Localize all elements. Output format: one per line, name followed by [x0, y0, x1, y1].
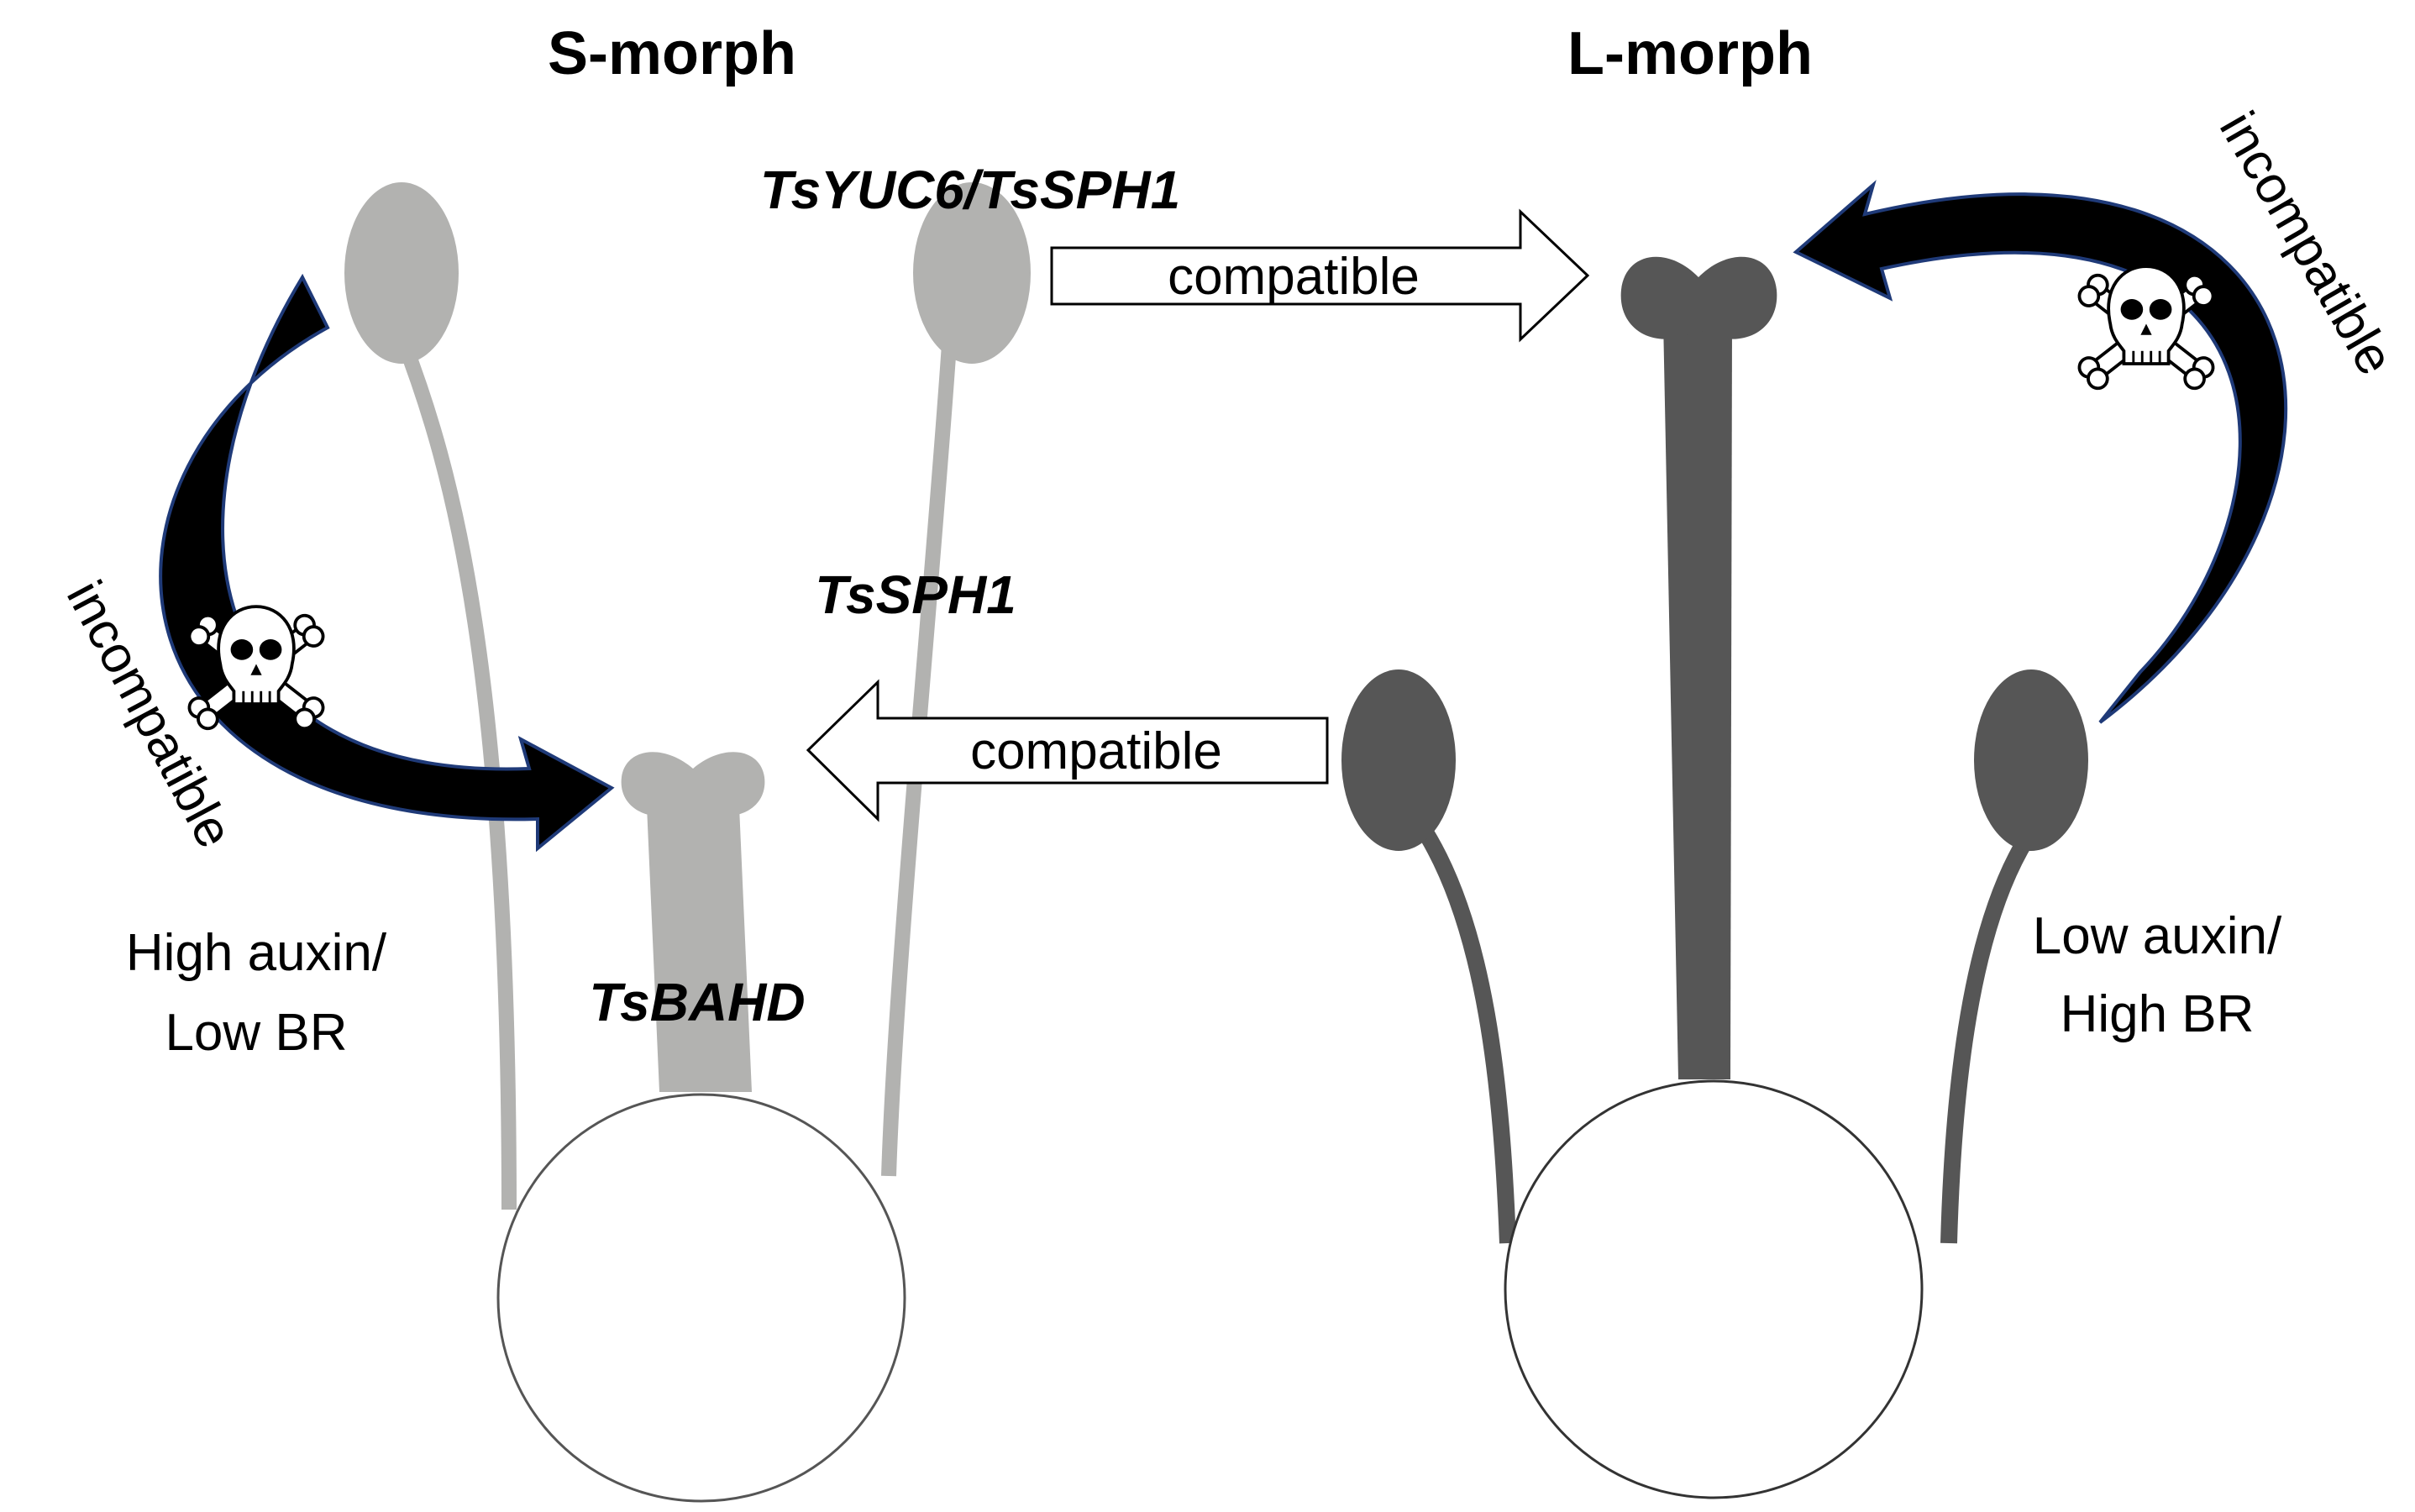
l-morph-flower [1341, 256, 2088, 1499]
compatible-arrow-top: compatible [1050, 208, 1590, 343]
l-left-anther [1341, 669, 1456, 851]
s-left-filament [394, 333, 517, 1210]
s-style [647, 806, 752, 1092]
l-stigma [1620, 256, 1777, 339]
incompatible-arrow-left [159, 273, 615, 853]
incompatible-arrow-right [1793, 180, 2288, 724]
gene-label-sph1: TsSPH1 [815, 564, 1016, 625]
s-morph-title: S-morph [548, 20, 796, 87]
s-ovary [496, 1093, 906, 1503]
s-left-anther [344, 182, 459, 364]
s-condition-line1: High auxin/ [126, 924, 387, 982]
l-morph-title: L-morph [1567, 20, 1813, 87]
s-condition-line2: Low BR [165, 1004, 347, 1062]
s-stigma [621, 752, 765, 816]
l-right-anther [1974, 669, 2088, 851]
compatible-label-bottom: compatible [970, 722, 1222, 780]
l-left-filament [1412, 818, 1516, 1244]
l-style [1663, 319, 1732, 1079]
l-right-filament [1940, 827, 2039, 1244]
l-condition-line2: High BR [2061, 985, 2255, 1043]
skull-crossbones-icon [2073, 265, 2219, 394]
gene-label-bahd: TsBAHD [589, 972, 805, 1032]
gene-label-yuc6-sph1: TsYUC6/TsSPH1 [760, 160, 1180, 220]
s-right-anther [913, 182, 1031, 364]
compatible-arrow-bottom: compatible [806, 679, 1329, 822]
l-ovary [1504, 1079, 1924, 1499]
l-condition-line1: Low auxin/ [2033, 907, 2282, 965]
compatible-label-top: compatible [1168, 248, 1420, 306]
s-morph-flower [344, 182, 1031, 1503]
